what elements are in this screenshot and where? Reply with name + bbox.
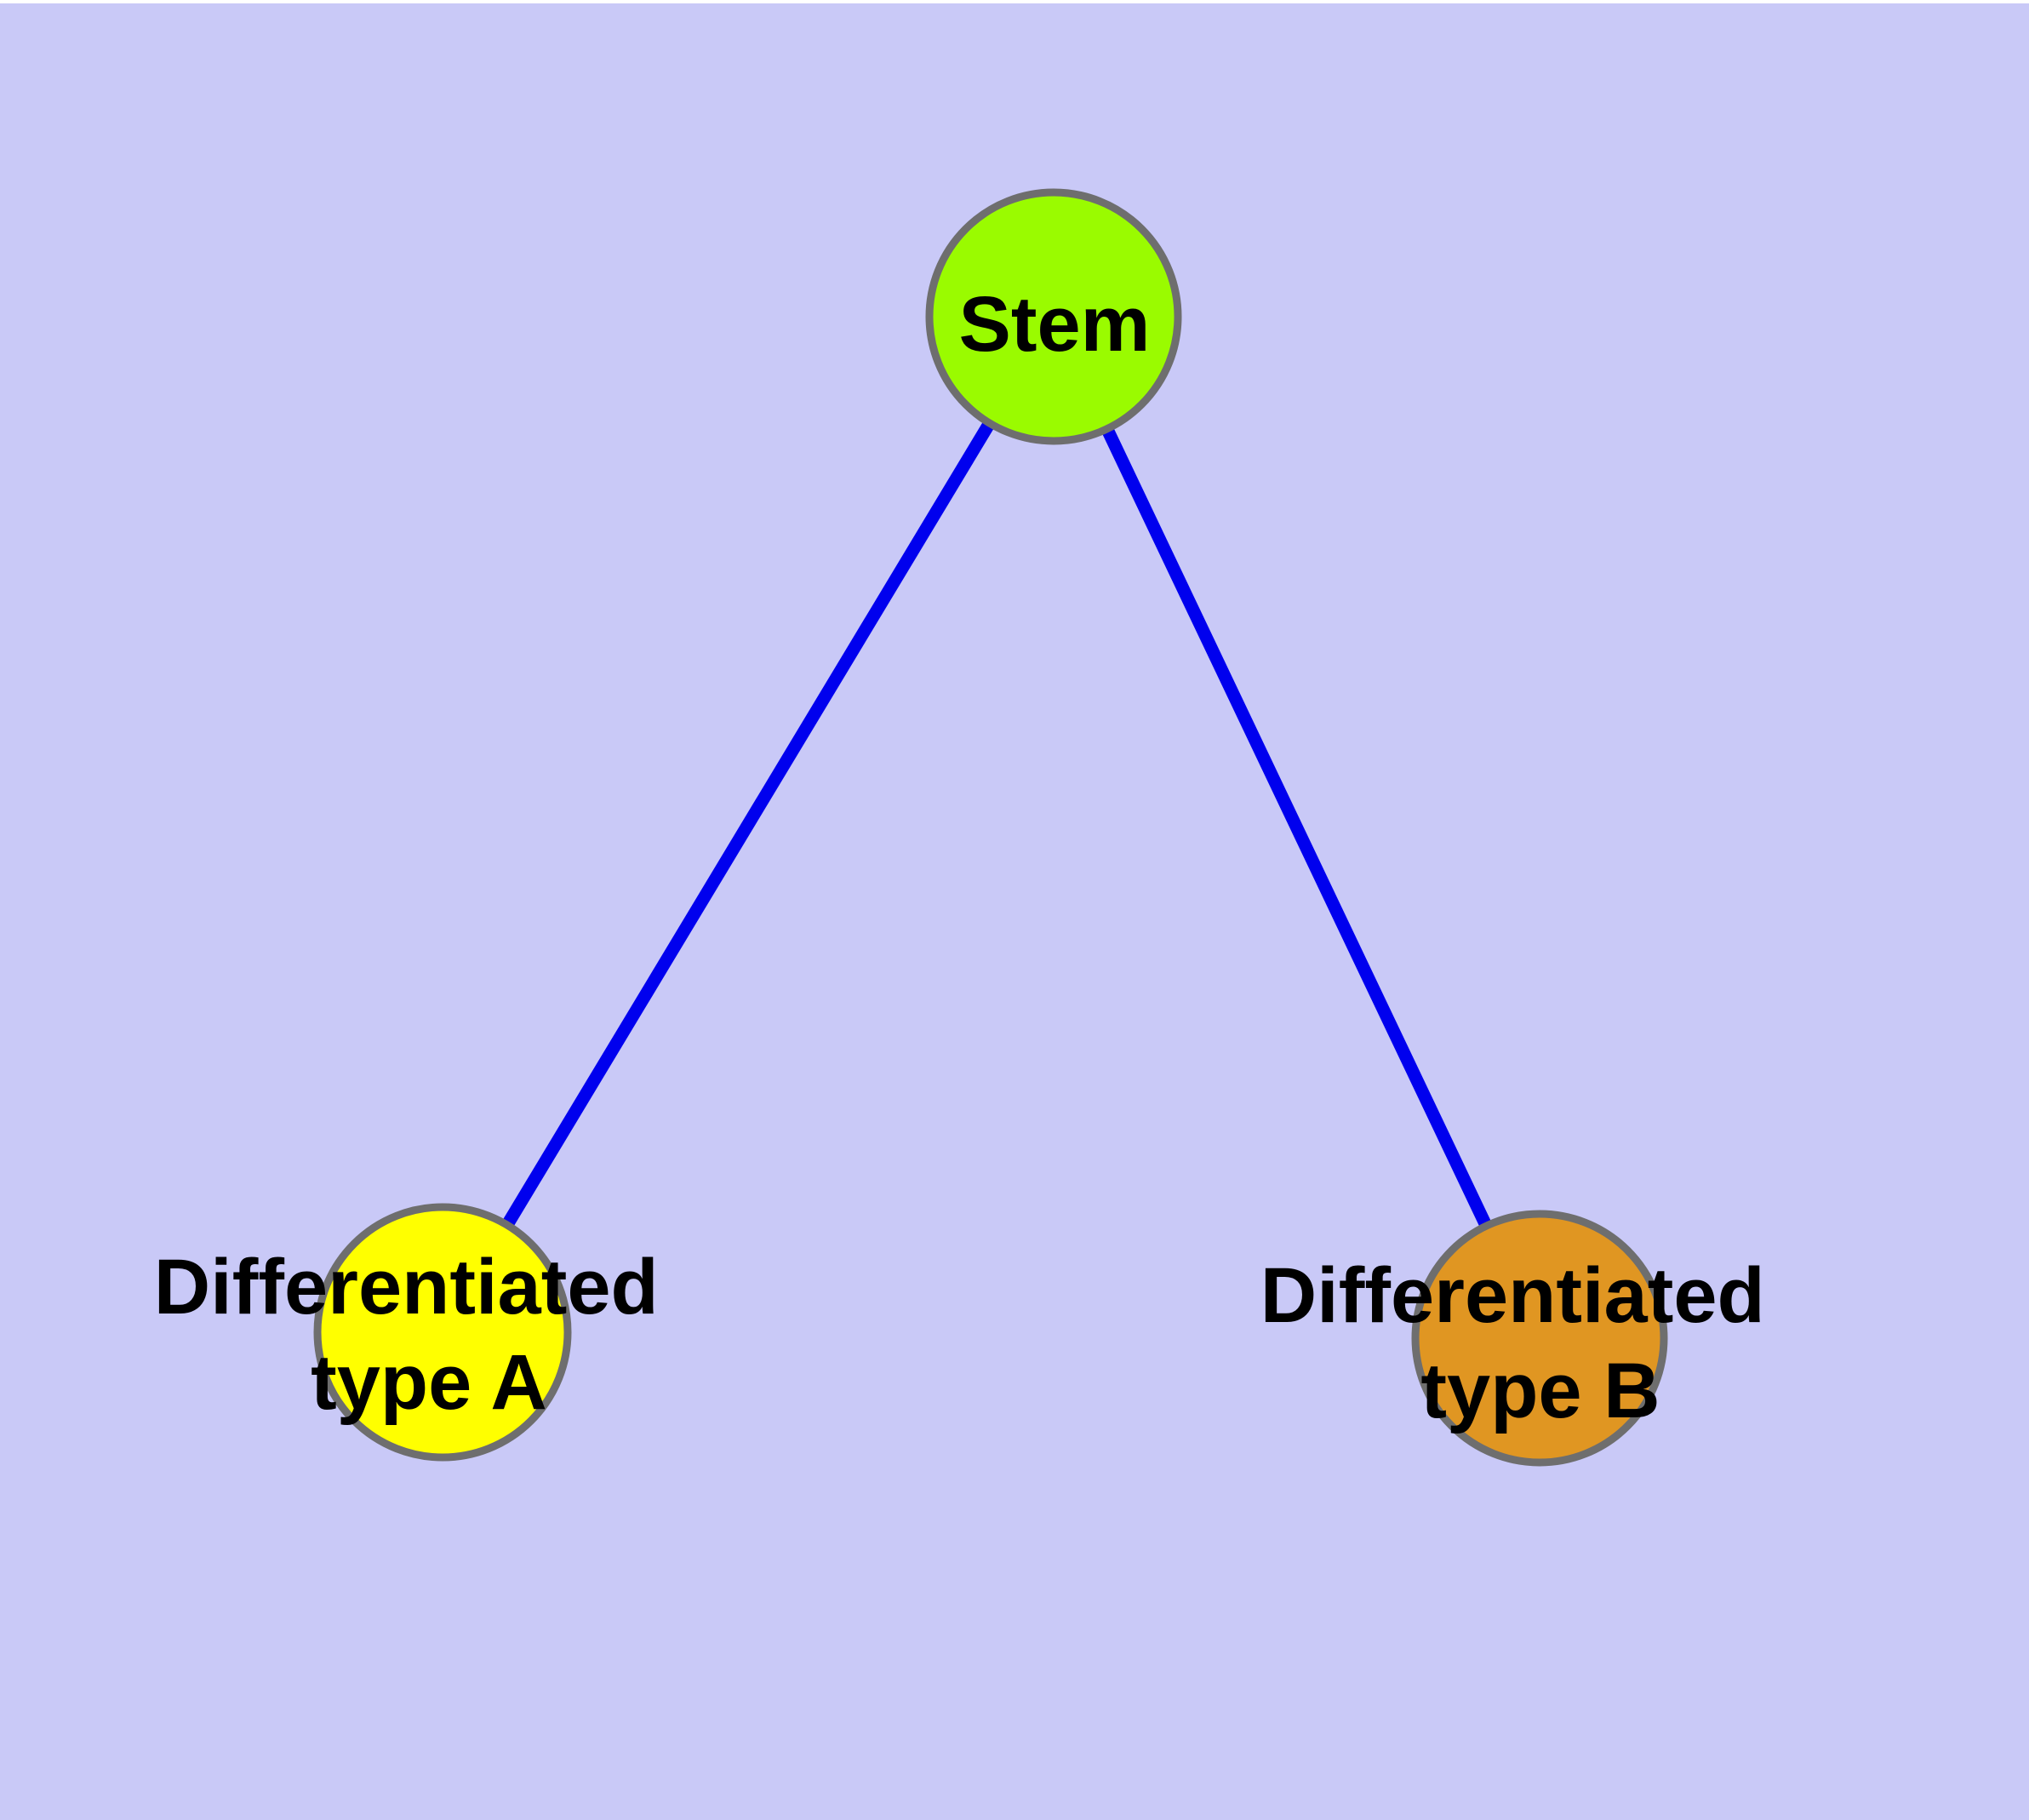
- label-type-a-line2: type A: [311, 1339, 547, 1426]
- label-differentiated-type-b: Differentiated type B: [1260, 1252, 1787, 1434]
- label-stem: Stem: [959, 281, 1151, 368]
- label-type-b-line1: Differentiated: [1260, 1252, 1765, 1339]
- label-type-a-line1: Differentiated: [154, 1244, 659, 1331]
- label-stem-text: Stem: [959, 281, 1151, 368]
- top-border-strip: [0, 0, 2029, 3]
- node-differentiated-type-b: [1411, 1210, 1668, 1467]
- label-differentiated-type-a: Differentiated type A: [154, 1244, 681, 1426]
- edge-stem-to-type-a: [437, 313, 1060, 1336]
- edge-stem-to-type-b: [1048, 313, 1546, 1342]
- node-stem: [925, 188, 1182, 445]
- node-differentiated-type-a: [313, 1203, 572, 1462]
- label-type-b-line2: type B: [1420, 1348, 1660, 1434]
